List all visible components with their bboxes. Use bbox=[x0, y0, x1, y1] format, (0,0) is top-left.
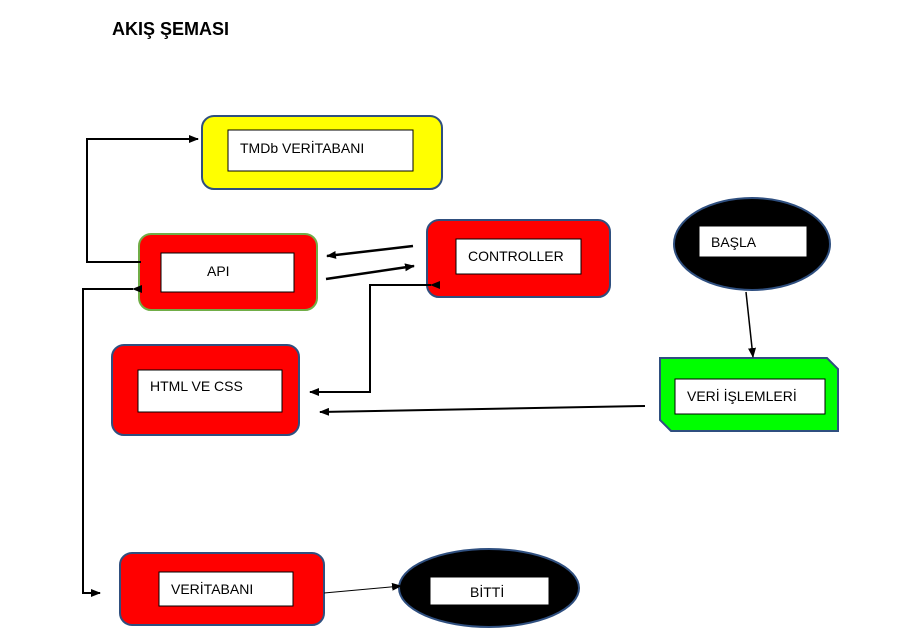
node-html-css: HTML VE CSS bbox=[111, 344, 300, 436]
arrow-basla-to-veri-islemleri bbox=[745, 291, 757, 358]
node-tmdb-label: TMDb VERİTABANI bbox=[240, 139, 364, 156]
node-controller-label: CONTROLLER bbox=[468, 248, 564, 264]
arrow-api-to-tmdb bbox=[86, 135, 199, 263]
node-tmdb: TMDb VERİTABANI bbox=[201, 115, 443, 190]
diagram-title: AKIŞ ŞEMASI bbox=[112, 19, 230, 39]
arrow-veritabani-api-link bbox=[82, 285, 142, 597]
node-api-label: API bbox=[207, 263, 230, 279]
node-basla: BAŞLA bbox=[673, 197, 831, 291]
node-html-css-label: HTML VE CSS bbox=[150, 378, 243, 394]
arrow-controller-to-api bbox=[326, 244, 414, 259]
arrow-veri-islemleri-to-html-css bbox=[319, 405, 646, 416]
arrow-controller-to-html-css bbox=[309, 281, 440, 396]
node-veri-islemleri: VERİ İŞLEMLERİ bbox=[659, 357, 839, 432]
node-bitti: BİTTİ bbox=[398, 548, 580, 628]
arrow-veritabani-to-bitti bbox=[323, 582, 402, 594]
node-veri-islemleri-label: VERİ İŞLEMLERİ bbox=[687, 387, 797, 404]
arrow-api-to-controller bbox=[325, 263, 415, 281]
node-bitti-label: BİTTİ bbox=[470, 583, 504, 600]
node-basla-label: BAŞLA bbox=[711, 234, 757, 250]
node-api: API bbox=[138, 233, 318, 311]
node-controller: CONTROLLER bbox=[426, 219, 611, 298]
node-veritabani: VERİTABANI bbox=[119, 552, 325, 626]
node-veritabani-label: VERİTABANI bbox=[171, 580, 253, 597]
